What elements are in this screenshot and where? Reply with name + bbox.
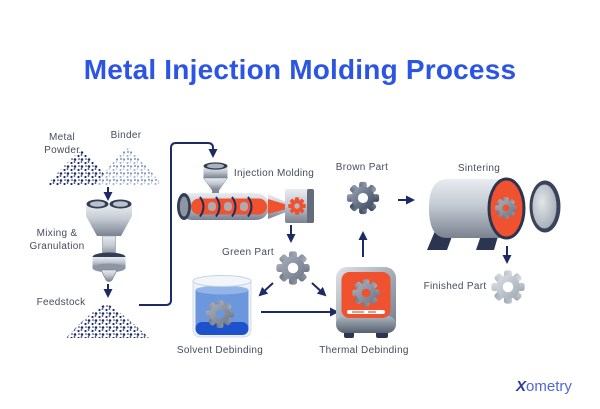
- arrow-green-to-thermal: [311, 282, 327, 297]
- feedstock-label: Feedstock: [36, 297, 86, 308]
- thermal-oven-icon: [336, 267, 396, 338]
- green-part-gear-icon: [276, 251, 310, 285]
- sintering-label: Sintering: [457, 163, 501, 174]
- arrow-green-to-solvent: [258, 282, 274, 297]
- page-title: Metal Injection Molding Process: [83, 54, 517, 85]
- sintering-furnace-icon: [427, 177, 561, 250]
- binder-label: Binder: [110, 130, 142, 141]
- mold-block-icon: [285, 189, 314, 223]
- feedstock-pile-icon: [66, 304, 149, 338]
- xometry-logo: Xometry: [516, 378, 572, 395]
- metal-powder-label: Metal Powder: [44, 132, 80, 156]
- brown-part-gear-icon: [346, 181, 380, 215]
- hopper-icon: [203, 162, 228, 194]
- metal-powder-pile-icon: [46, 151, 113, 186]
- xometry-logo-x: X: [516, 378, 527, 395]
- flow-arrows: [103, 142, 512, 317]
- mixing-granulation-label: Mixing & Granulation: [29, 228, 85, 252]
- green-part-label: Green Part: [222, 247, 274, 258]
- finished-part-label: Finished Part: [423, 281, 487, 292]
- finished-part-gear-icon: [491, 270, 525, 304]
- binder-pile-icon: [95, 148, 163, 186]
- furnace-lid-icon: [529, 180, 561, 233]
- thermal-debinding-label: Thermal Debinding: [319, 345, 409, 356]
- injection-molding-label: Injection Molding: [233, 168, 315, 179]
- brown-part-label: Brown Part: [335, 162, 389, 173]
- connector-feedstock-to-hopper: [139, 142, 218, 306]
- screw-flights: [199, 196, 253, 218]
- solvent-debinding-label: Solvent Debinding: [176, 345, 264, 356]
- mixer-icon: [86, 199, 132, 282]
- solvent-beaker-icon: [192, 275, 252, 338]
- injection-molder-icon: [177, 162, 314, 223]
- xometry-logo-text: ometry: [526, 378, 572, 395]
